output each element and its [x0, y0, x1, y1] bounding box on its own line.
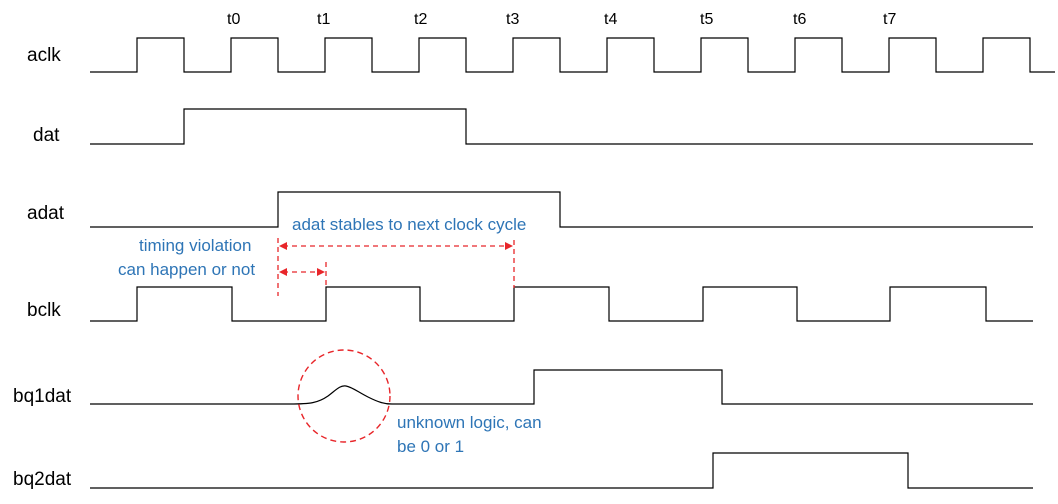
stable-window-arrow-right-head — [505, 242, 513, 250]
violation-window-arrow-right-head — [317, 268, 325, 276]
time-marker-t4: t4 — [604, 11, 617, 28]
time-marker-t3: t3 — [506, 11, 519, 28]
waveform-dat — [90, 108, 1033, 145]
waveform-bq1dat — [90, 369, 1033, 405]
signal-label-dat: dat — [33, 125, 60, 146]
unknown-logic-note-line1: unknown logic, can — [397, 413, 542, 432]
signal-label-adat: adat — [27, 203, 65, 224]
unknown-logic-circle — [297, 349, 391, 443]
time-marker-t5: t5 — [700, 11, 713, 28]
timing-violation-note-line1: timing violation — [139, 236, 251, 255]
signal-label-bclk: bclk — [27, 300, 61, 321]
annotation-markers — [277, 238, 515, 443]
signal-label-bq2dat: bq2dat — [13, 469, 72, 490]
unknown-logic-note-line2: be 0 or 1 — [397, 437, 464, 456]
signal-label-bq1dat: bq1dat — [13, 386, 72, 407]
waveform-bclk — [90, 286, 1033, 322]
waveform-adat — [90, 191, 1033, 228]
time-marker-t1: t1 — [317, 11, 330, 28]
violation-window-arrow-left-head — [279, 268, 287, 276]
time-marker-t0: t0 — [227, 11, 240, 28]
time-marker-t7: t7 — [883, 11, 896, 28]
time-marker-t2: t2 — [414, 11, 427, 28]
time-marker-t6: t6 — [793, 11, 806, 28]
waveform-bq2dat — [90, 452, 1033, 489]
adat-stable-note: adat stables to next clock cycle — [292, 215, 526, 234]
signal-label-aclk: aclk — [27, 45, 61, 66]
timing-violation-note-line2: can happen or not — [118, 260, 255, 279]
waveform-aclk — [90, 37, 1055, 73]
stable-window-arrow-left-head — [279, 242, 287, 250]
